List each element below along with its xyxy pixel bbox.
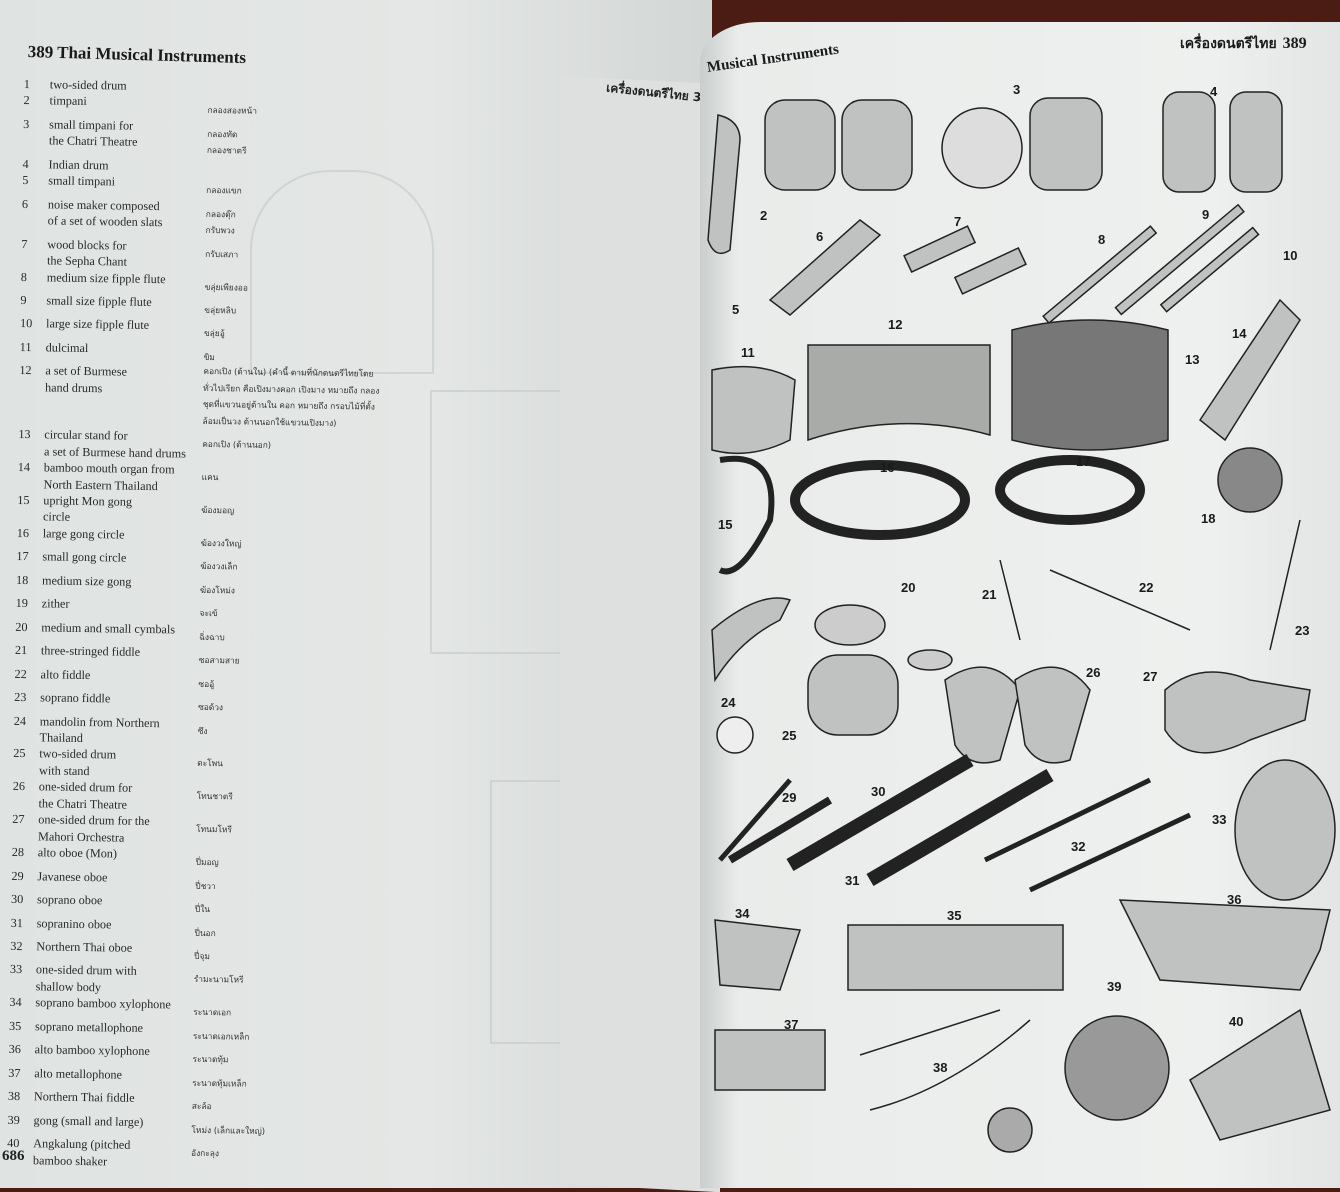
illustration-number-label: 5 — [732, 302, 740, 317]
illustration-number-label: 39 — [1107, 979, 1122, 994]
illustration-number-label: 16 — [880, 460, 895, 475]
right-page-header: เครื่องดนตรีไทย 389 — [1180, 33, 1307, 55]
oboe-29 — [727, 796, 833, 864]
illustration-number-label: 31 — [845, 873, 860, 888]
illustration-number-label: 12 — [888, 317, 903, 332]
cymbals-20b — [907, 649, 953, 671]
oboe-28 — [718, 778, 792, 862]
drum-stand-13 — [1011, 319, 1169, 451]
illustration-number-label: 38 — [933, 1060, 948, 1075]
illustration-number-label: 35 — [947, 908, 962, 923]
oboe-32b — [1028, 812, 1192, 893]
mouth-organ-14 — [1198, 298, 1301, 442]
illustration-number-label: 33 — [1212, 812, 1227, 827]
gong-39-small — [987, 1107, 1033, 1153]
slats-6-illustration — [768, 219, 882, 316]
illustration-number-label: 40 — [1229, 1014, 1244, 1029]
drum-2b-illustration — [841, 99, 913, 191]
oboe-32 — [983, 777, 1152, 863]
drum-3b-illustration — [1029, 97, 1103, 191]
illustration-number-label: 17 — [1076, 454, 1091, 469]
illustration-number-label: 27 — [1143, 669, 1158, 684]
drum-3a-illustration — [941, 107, 1023, 189]
illustration-number-label: 13 — [1185, 352, 1200, 367]
flute-10 — [1159, 226, 1260, 313]
drum-4a-illustration — [1162, 91, 1216, 193]
fiddle-38 — [859, 1009, 1001, 1056]
wood-block-7a — [903, 225, 977, 274]
illustration-number-label: 26 — [1086, 665, 1101, 680]
illustration-number-label: 32 — [1071, 839, 1086, 854]
mon-gong-15 — [718, 455, 775, 575]
illustration-number-label: 34 — [735, 906, 750, 921]
illustration-number-label: 20 — [901, 580, 916, 595]
burmese-drums-12 — [807, 344, 991, 442]
xylophone-34 — [714, 919, 802, 991]
illustration-number-label: 24 — [721, 695, 736, 710]
page-number: 686 — [2, 1148, 25, 1164]
illustration-number-label: 8 — [1098, 232, 1106, 247]
flute-9 — [1114, 203, 1245, 316]
drum-33 — [1234, 759, 1336, 901]
illustration-number-label: 15 — [718, 517, 733, 532]
zither-19 — [711, 597, 792, 683]
illustration-number-label: 14 — [1232, 326, 1247, 341]
illustration-number-label: 21 — [982, 587, 997, 602]
illustration-number-label: 18 — [1201, 511, 1216, 526]
drum-26b — [1014, 666, 1091, 764]
drum-1-illustration — [707, 114, 741, 255]
illustration-number-label: 23 — [1295, 623, 1310, 638]
drum-4b-illustration — [1229, 91, 1283, 193]
illustration-number-label: 6 — [816, 229, 824, 244]
illustration-number-label: 36 — [1227, 892, 1242, 907]
illustration-number-label: 10 — [1283, 248, 1298, 263]
wood-block-7b — [953, 246, 1027, 295]
oboe-31 — [866, 768, 1054, 887]
bow-38 — [869, 1019, 1031, 1111]
gong-39-large — [1064, 1015, 1170, 1121]
drum-25 — [807, 654, 899, 736]
illustration-number-label: 11 — [741, 345, 755, 360]
flute-8 — [1042, 225, 1158, 325]
xylophone-36 — [1118, 899, 1331, 991]
fiddle-21 — [999, 559, 1021, 641]
header-page-number: 389 — [1282, 35, 1307, 52]
angkalung-40 — [1189, 1008, 1331, 1141]
illustration-number-label: 22 — [1139, 580, 1154, 595]
illustration-number-label: 4 — [1210, 84, 1218, 99]
gong-circle-16 — [790, 460, 970, 540]
oboe-30 — [786, 753, 974, 872]
ghost-diagram — [250, 170, 434, 374]
illustration-number-label: 25 — [782, 728, 797, 743]
dulcimer-11 — [711, 365, 796, 455]
illustration-number-label: 2 — [760, 208, 768, 223]
cymbals-20 — [814, 604, 886, 646]
drum-26a — [944, 666, 1021, 764]
metallophone-35 — [847, 924, 1064, 991]
illustration-number-label: 29 — [782, 790, 797, 805]
metallophone-37 — [714, 1029, 826, 1091]
drum-27 — [1164, 671, 1311, 754]
illustration-number-label: 7 — [954, 214, 962, 229]
gong-circle-17 — [995, 455, 1145, 525]
fiddle-22 — [1049, 569, 1191, 631]
drum-2a-illustration — [764, 99, 836, 191]
fiddle-23 — [1269, 519, 1301, 651]
illustration-number-label: 30 — [871, 784, 886, 799]
illustration-number-label: 37 — [784, 1017, 799, 1032]
mandolin-24 — [716, 716, 754, 754]
header-thai: เครื่องดนตรีไทย — [1180, 36, 1277, 52]
illustration-number-label: 9 — [1202, 207, 1210, 222]
illustration-number-label: 3 — [1013, 82, 1021, 97]
gong-18 — [1217, 447, 1283, 513]
